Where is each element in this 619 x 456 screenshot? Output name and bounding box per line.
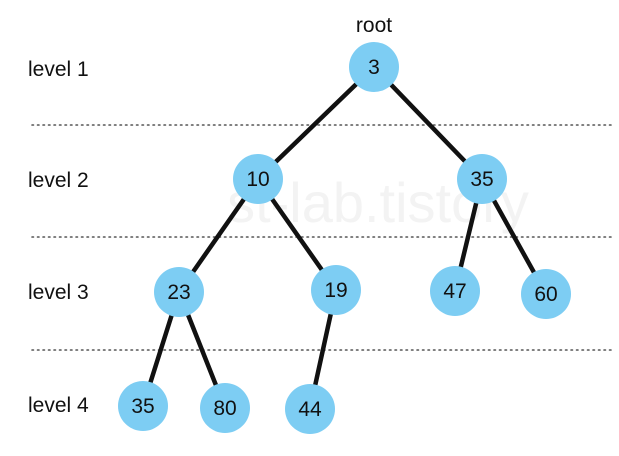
tree-node-value: 80 [213, 397, 236, 420]
tree-node-circle [233, 154, 283, 204]
tree-edges [140, 64, 549, 412]
tree-node-n19: 19 [311, 265, 361, 315]
tree-node-n80: 80 [200, 383, 250, 433]
tree-node-n47: 47 [430, 266, 480, 316]
tree-node-circle [200, 383, 250, 433]
tree-node-n35a: 35 [457, 154, 507, 204]
tree-node-value: 10 [246, 168, 269, 191]
tree-node-n3: 3 [349, 42, 399, 92]
level-label-4: level 4 [28, 394, 89, 417]
tree-nodes: 3 10 35 23 19 47 60 35 80 44 [118, 42, 571, 434]
tree-node-value: 60 [534, 283, 557, 306]
tree-node-n60: 60 [521, 269, 571, 319]
tree-edge-n3-n10 [255, 64, 377, 182]
tree-node-n23: 23 [154, 267, 204, 317]
tree-node-value: 3 [368, 56, 380, 79]
tree-node-value: 44 [298, 398, 322, 421]
tree-node-circle [118, 381, 168, 431]
tree-edge-n3-n35a [371, 64, 485, 182]
level-label-3: level 3 [28, 281, 89, 304]
tree-node-value: 23 [167, 281, 190, 304]
tree-node-value: 35 [470, 168, 493, 191]
tree-node-n44: 44 [285, 384, 335, 434]
tree-node-circle [521, 269, 571, 319]
tree-node-n10: 10 [233, 154, 283, 204]
level-dividers [31, 124, 616, 351]
tree-node-circle [457, 154, 507, 204]
tree-node-circle [430, 266, 480, 316]
tree-node-circle [285, 384, 335, 434]
tree-node-circle [154, 267, 204, 317]
tree-node-circle [349, 42, 399, 92]
level-label-2: level 2 [28, 169, 89, 192]
tree-node-n35b: 35 [118, 381, 168, 431]
level-labels: level 1 level 2 level 3 level 4 [28, 58, 89, 417]
root-label: root [356, 14, 392, 37]
tree-node-value: 35 [131, 395, 154, 418]
tree-node-value: 19 [324, 279, 347, 302]
tree-node-circle [311, 265, 361, 315]
tree-node-value: 47 [443, 280, 466, 303]
level-label-1: level 1 [28, 58, 89, 81]
